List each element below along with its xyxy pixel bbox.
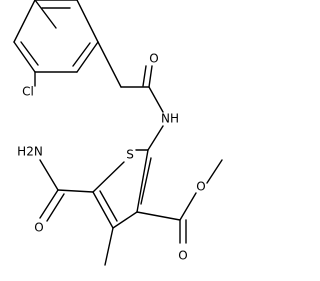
bond (39, 159, 59, 191)
bond (142, 65, 147, 87)
bond (13, 0, 36, 43)
bond (179, 192, 197, 221)
chlorine-label: Cl (22, 85, 34, 99)
chemical-structure: Cl O NH S O O H2N O (13, 0, 223, 266)
bond (97, 41, 122, 88)
carboxamide-nh2-label: H2N (17, 145, 43, 159)
sulfur-label: S (126, 148, 134, 162)
bond (76, 41, 99, 73)
bond (104, 227, 114, 266)
aromatic-double-bond (72, 42, 91, 67)
double-bond (140, 157, 152, 205)
bond (147, 125, 164, 151)
ester-oxygen-label: O (196, 180, 205, 194)
bond (46, 193, 65, 222)
amine-label: NH (161, 112, 179, 126)
bond (206, 159, 223, 184)
bond (136, 211, 181, 221)
bond (76, 0, 99, 43)
bond (34, 0, 57, 29)
bond (148, 86, 164, 113)
double-bond (99, 190, 118, 222)
bond (92, 191, 114, 229)
bond (13, 41, 36, 73)
bond (57, 189, 94, 193)
ester-carbonyl-oxygen-label: O (178, 249, 187, 263)
thiophene-ring (92, 149, 152, 229)
amide-oxygen-label: O (149, 52, 158, 66)
bond (112, 211, 138, 229)
bond (39, 189, 59, 219)
bond (148, 65, 153, 88)
bond (92, 161, 125, 193)
carboxamide-oxygen-label: O (34, 221, 43, 235)
aromatic-double-bond (20, 41, 39, 66)
chlorophenyl-ring (13, 0, 99, 73)
bond (136, 149, 149, 213)
